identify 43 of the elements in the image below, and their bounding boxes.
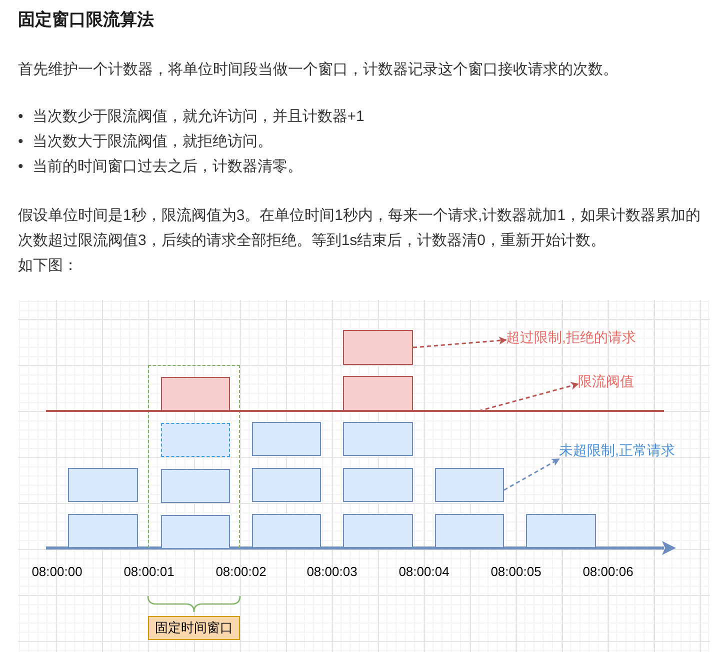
bullet-mark: • bbox=[18, 157, 24, 177]
dashed-arrow bbox=[504, 458, 560, 491]
dashed-arrow bbox=[412, 336, 507, 348]
callout-text: 超过限制,拒绝的请求 bbox=[506, 329, 656, 347]
request-box bbox=[343, 422, 413, 456]
time-label: 08:00:06 bbox=[582, 564, 634, 579]
dashed-arrow bbox=[478, 382, 579, 412]
bullet-item: 当次数大于限流阀值，就拒绝访问。 bbox=[32, 132, 272, 152]
bullet-item: 当次数少于限流阀值，就允许访问，并且计数器+1 bbox=[32, 107, 364, 127]
rejected-request-box bbox=[161, 377, 230, 412]
callout-text: 未超限制,正常请求 bbox=[559, 442, 709, 460]
bullet-mark: • bbox=[18, 132, 24, 152]
bullet-mark: • bbox=[18, 107, 24, 127]
request-box bbox=[161, 469, 230, 503]
selected-request-box bbox=[161, 423, 230, 457]
paragraph: 假设单位时间是1秒，限流阀值为3。在单位时间1秒内，每来一个请求,计数器就加1，如果计数器累加的次数超过限流阀值3，后续的请求全部拒绝。等到1s结束后，计数器清0，重新开始计数。 bbox=[18, 206, 702, 251]
window-label: 固定时间窗口 bbox=[148, 616, 240, 640]
request-box bbox=[252, 422, 321, 456]
heading: 固定窗口限流算法 bbox=[18, 9, 154, 31]
request-box bbox=[343, 514, 413, 548]
request-box bbox=[252, 468, 321, 502]
time-label: 08:00:03 bbox=[306, 564, 358, 579]
rejected-request-box bbox=[343, 330, 413, 365]
request-box bbox=[161, 515, 230, 549]
request-box bbox=[252, 514, 321, 548]
callout-text: 限流阀值 bbox=[578, 373, 658, 391]
rejected-request-box bbox=[343, 376, 413, 411]
request-box bbox=[68, 468, 138, 502]
time-label: 08:00:05 bbox=[490, 564, 542, 579]
threshold-line bbox=[46, 410, 664, 412]
time-label: 08:00:00 bbox=[32, 564, 82, 579]
time-window-frame bbox=[148, 365, 240, 548]
request-box bbox=[435, 468, 504, 502]
time-label: 08:00:01 bbox=[124, 564, 174, 579]
paragraph: 如下图： bbox=[18, 256, 79, 276]
paragraph: 首先维护一个计数器，将单位时间段当做一个窗口，计数器记录这个窗口接收请求的次数。 bbox=[18, 60, 619, 80]
request-box bbox=[435, 514, 504, 548]
request-box bbox=[343, 468, 413, 502]
bullet-item: 当前的时间窗口过去之后，计数器清零。 bbox=[32, 157, 302, 177]
request-box bbox=[68, 514, 138, 548]
time-label: 08:00:02 bbox=[216, 564, 266, 579]
request-box bbox=[526, 514, 596, 548]
time-label: 08:00:04 bbox=[398, 564, 450, 579]
